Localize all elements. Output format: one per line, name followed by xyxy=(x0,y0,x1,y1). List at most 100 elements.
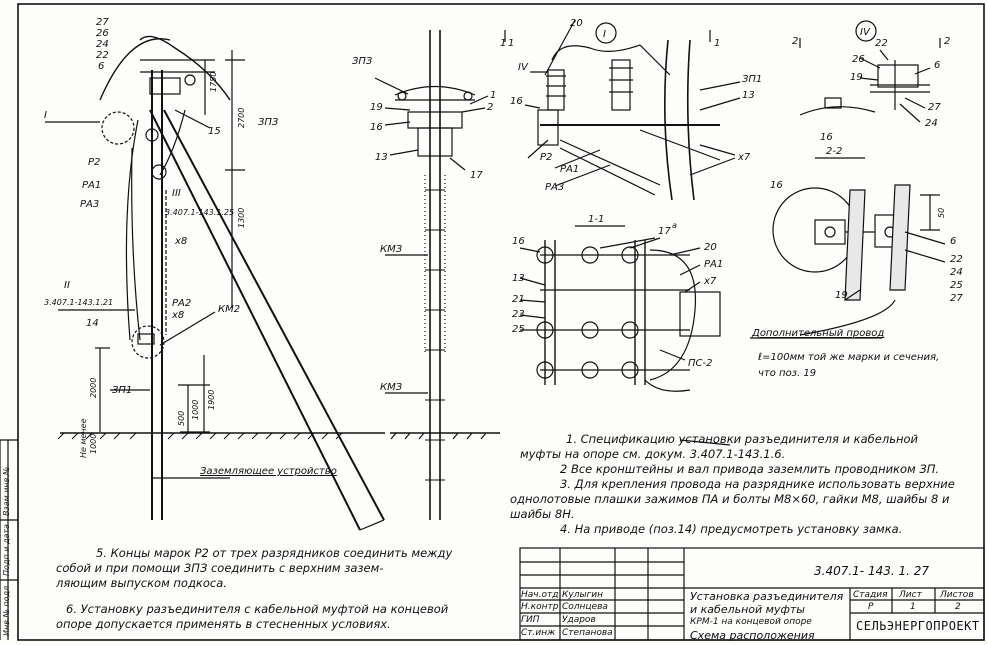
section-one-one xyxy=(519,225,721,392)
s22-24: 24 xyxy=(950,267,963,278)
s11-25: 25 xyxy=(512,324,525,335)
d1-16: 16 xyxy=(510,96,523,107)
role-1: Н.контр xyxy=(521,602,559,612)
dim-1750: 1750 xyxy=(209,72,218,92)
callout-ii: II xyxy=(64,280,70,291)
s11-17-sup: a xyxy=(672,221,677,230)
d1-x7: x7 xyxy=(737,152,751,163)
margin-inv-num: Инв.№ подл xyxy=(2,585,11,636)
d1-s1b: 1 xyxy=(508,38,514,49)
d1-s1c: 1 xyxy=(714,38,720,49)
title-block xyxy=(519,547,985,641)
dim-2700: 2700 xyxy=(237,108,246,128)
s11-23: 23 xyxy=(512,309,525,320)
d1-ra3: РА3 xyxy=(545,182,564,193)
d4-22: 22 xyxy=(875,38,888,49)
d1-callout: I xyxy=(603,29,606,40)
dim-1900: 1900 xyxy=(207,390,216,410)
label-14: 14 xyxy=(86,318,99,329)
sheet-header: Лист xyxy=(899,590,922,600)
d1-3p1: ЗП1 xyxy=(742,74,762,85)
dim-1000: 1000 xyxy=(191,400,200,420)
depth-value: 1000 xyxy=(89,434,98,454)
s11-20: 20 xyxy=(704,242,717,253)
d1-20: 20 xyxy=(570,18,583,29)
label-24: 24 xyxy=(96,39,109,50)
d4-27: 27 xyxy=(928,102,941,113)
side-label-2: 2 xyxy=(487,102,493,113)
side-label-16: 16 xyxy=(370,122,383,133)
dim-1300: 1300 xyxy=(237,208,246,228)
label-ra1: РА1 xyxy=(82,180,101,191)
note-5a: 5. Концы марок Р2 от трех разрядников со… xyxy=(96,546,453,560)
note-1a: 1. Спецификацию установки разъединителя … xyxy=(566,432,918,446)
detail-four xyxy=(799,20,941,123)
label-x8: x8 xyxy=(174,236,187,247)
detail-one xyxy=(504,19,741,201)
side-label-3p3: ЗПЗ xyxy=(352,56,373,67)
name-1: Солнцева xyxy=(562,602,608,612)
role-4: Ст.инж xyxy=(521,628,556,638)
label-3p3: ЗПЗ xyxy=(258,117,279,128)
callout-i: I xyxy=(44,110,47,121)
s22-19: 19 xyxy=(835,290,848,301)
side-label-13: 13 xyxy=(375,152,388,163)
s11-pc2: ПС-2 xyxy=(688,358,712,369)
dim-2000: 2000 xyxy=(89,378,98,398)
label-27: 27 xyxy=(96,17,109,28)
s11-21: 21 xyxy=(512,294,525,305)
label-km2: КМ2 xyxy=(218,304,240,315)
name-4: Степанова xyxy=(562,628,613,638)
sheet-frame xyxy=(17,3,985,641)
d4-s2: 2 xyxy=(792,36,798,47)
sheets-value: 2 xyxy=(955,602,961,612)
note-4: 4. На приводе (поз.14) предусмотреть уст… xyxy=(560,522,903,536)
s22-wire-desc2: что поз. 19 xyxy=(758,368,816,379)
s22-wire-desc1: ℓ=100мм той же марки и сечения, xyxy=(758,352,939,363)
title-line-3: КРМ-1 на концевой опоре xyxy=(690,617,812,627)
s22-16: 16 xyxy=(770,180,783,191)
side-label-km3a: КМЗ xyxy=(380,244,403,255)
note-3c: шайбы 8Н. xyxy=(510,507,575,521)
label-r2: Р2 xyxy=(88,157,100,168)
depth-label: Не менее xyxy=(79,418,88,458)
s22-6: 6 xyxy=(950,236,956,247)
s11-ra1: РА1 xyxy=(704,259,723,270)
label-ra2: РА2 xyxy=(172,298,191,309)
s22-title: 2-2 xyxy=(826,146,842,157)
s11-x7: x7 xyxy=(703,276,717,287)
role-2: ГИП xyxy=(521,615,540,625)
note-3a: 3. Для крепления провода на разряднике и… xyxy=(560,477,955,491)
role-0: Нач.отд xyxy=(521,590,559,600)
d1-s1: 1 xyxy=(500,38,506,49)
note-1b: муфты на опоре см. докум. 3.407.1-143.1.… xyxy=(520,447,786,461)
d4-16: 16 xyxy=(820,132,833,143)
doc-number: 3.407.1- 143. 1. 27 xyxy=(814,564,930,578)
s22-wire-label: Дополнительный провод xyxy=(751,328,884,339)
sheets-header: Листов xyxy=(940,590,974,600)
label-3p1: ЗП1 xyxy=(112,385,132,396)
company-name: СЕЛЬЭНЕРГОПРОЕКТ xyxy=(856,619,980,633)
callout-iii: III xyxy=(172,188,181,199)
d4-6: 6 xyxy=(934,60,940,71)
ref-iii: 3.407.1-143.1.25 xyxy=(165,208,234,217)
s11-13: 13 xyxy=(512,273,525,284)
margin-date: Подп и дата xyxy=(2,524,11,576)
label-ra3: РА3 xyxy=(80,199,99,210)
margin-swap: Взам.инв.№ xyxy=(2,466,11,516)
s11-17: 17 xyxy=(658,226,671,237)
section-two-two xyxy=(750,157,946,339)
label-x8b: x8 xyxy=(171,310,184,321)
note-2: 2 Все кронштейны и вал привода заземлить… xyxy=(560,462,940,476)
s11-title: 1-1 xyxy=(588,214,604,225)
name-2: Ударов xyxy=(562,615,596,625)
label-26: 26 xyxy=(96,28,109,39)
d1-p2: Р2 xyxy=(540,152,552,163)
side-view xyxy=(374,30,500,520)
side-label-17: 17 xyxy=(470,170,483,181)
stage-value: Р xyxy=(868,602,874,612)
note-6b: опоре допускается применять в стесненных… xyxy=(56,617,391,631)
d4-s2b: 2 xyxy=(944,36,950,47)
